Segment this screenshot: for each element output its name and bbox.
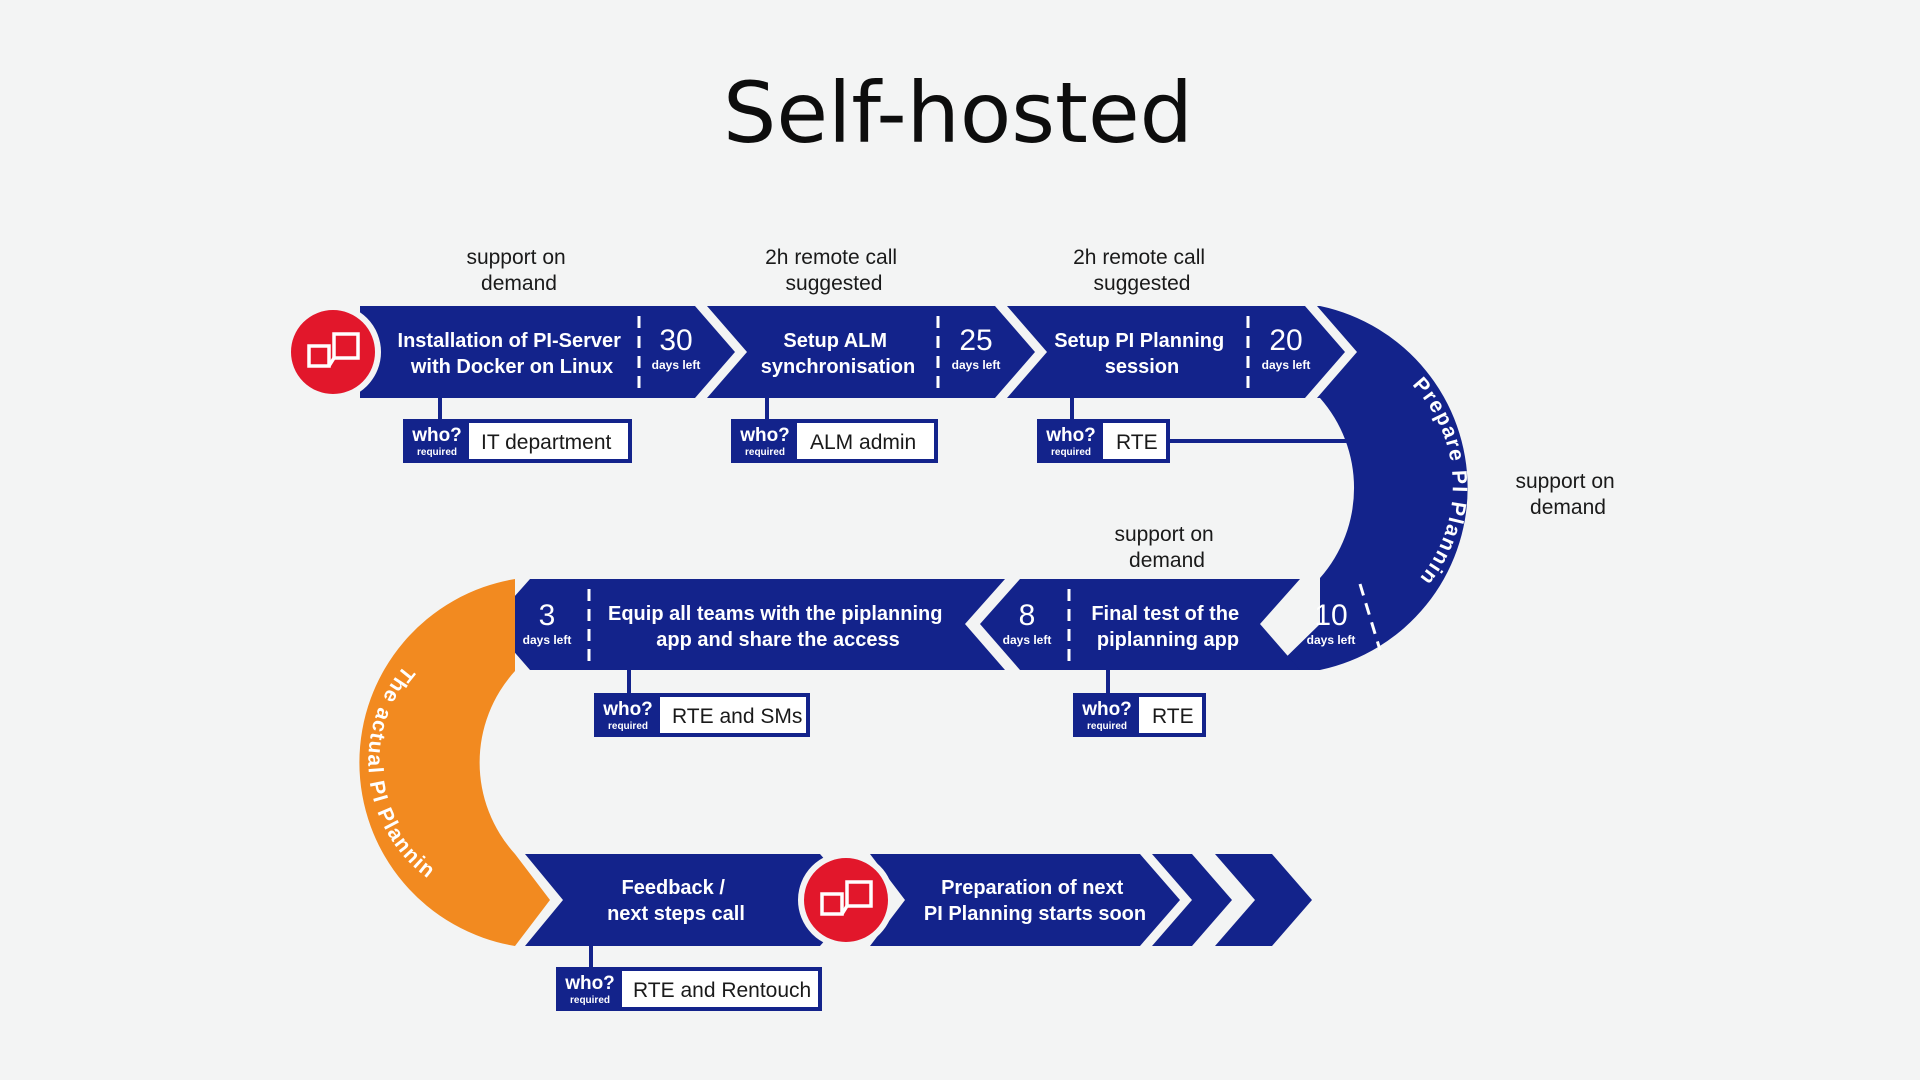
who-value: RTE and Rentouch: [633, 979, 811, 1002]
who-required-label: required: [570, 995, 610, 1006]
days-prepare: 10 days left: [1307, 583, 1382, 651]
days-install-number: 30: [659, 324, 692, 357]
days-session-label: days left: [1262, 358, 1311, 372]
who-required-label: required: [745, 447, 785, 458]
step-install-arrow: [360, 306, 735, 398]
who-value: IT department: [481, 431, 612, 454]
who-box-session: who? required RTE: [1037, 419, 1170, 463]
days-install: 30 days left: [637, 316, 701, 390]
who-label: who?: [739, 425, 790, 446]
days-equip-label: days left: [523, 633, 572, 647]
who-value: RTE: [1116, 431, 1158, 454]
days-finaltest-label: days left: [1003, 633, 1052, 647]
who-required-label: required: [1051, 447, 1091, 458]
days-alm: 25 days left: [936, 316, 1001, 390]
who-label: who?: [602, 699, 653, 720]
who-box-equip: who? required RTE and SMs: [594, 693, 810, 737]
step-nextpi-arrow: [870, 854, 1180, 946]
page-title: Self-hosted: [723, 64, 1193, 162]
step-alm-label: Setup ALM synchronisation: [761, 330, 915, 378]
step-equip-label: Equip all teams with the piplanning app …: [608, 603, 948, 651]
who-value: RTE and SMs: [672, 705, 802, 728]
step-nextpi-label: Preparation of next PI Planning starts s…: [924, 877, 1146, 925]
days-equip: 3 days left: [523, 589, 591, 662]
days-session-number: 20: [1269, 324, 1302, 357]
step-install-label: Installation of PI-Server with Docker on…: [398, 330, 627, 378]
step-feedback-arrow: [525, 854, 860, 946]
actual-arc-label: The actual PI Planning: [0, 0, 440, 883]
days-finaltest: 8 days left: [1003, 589, 1071, 662]
step-alm-arrow: [707, 306, 1035, 398]
note-prepare: support on demand: [1515, 470, 1620, 519]
who-label: who?: [1045, 425, 1096, 446]
days-equip-number: 3: [539, 599, 556, 632]
actual-arc: [359, 579, 550, 946]
step-finaltest-label: Final test of the piplanning app: [1091, 603, 1244, 651]
piplanning-logo-icon: [285, 304, 381, 400]
days-install-label: days left: [652, 358, 701, 372]
step-equip-arrow: [490, 579, 1005, 670]
who-required-label: required: [1087, 721, 1127, 732]
prepare-arc: [1273, 306, 1468, 670]
who-value: ALM admin: [810, 431, 916, 454]
days-prepare-number: 10: [1314, 599, 1347, 632]
note-session: 2h remote call suggested: [1073, 246, 1211, 295]
piplanning-logo-icon: [798, 852, 894, 948]
step-finaltest-arrow: [980, 579, 1300, 670]
note-finaltest: support on demand: [1114, 523, 1219, 572]
days-finaltest-number: 8: [1019, 599, 1036, 632]
days-prepare-label: days left: [1307, 633, 1356, 647]
who-box-install: who? required IT department: [403, 419, 632, 463]
who-box-feedback: who? required RTE and Rentouch: [556, 967, 822, 1011]
note-alm: 2h remote call suggested: [765, 246, 903, 295]
who-label: who?: [411, 425, 462, 446]
step-session-label: Setup PI Planning session: [1054, 330, 1230, 378]
step-session-arrow: [1007, 306, 1345, 398]
step-feedback-label: Feedback / next steps call: [607, 877, 745, 925]
days-alm-number: 25: [959, 324, 992, 357]
days-alm-label: days left: [952, 358, 1001, 372]
who-required-label: required: [417, 447, 457, 458]
days-session: 20 days left: [1246, 316, 1311, 390]
end-chevron-2: [1215, 854, 1312, 946]
end-chevron-1: [1152, 854, 1232, 946]
who-value: RTE: [1152, 705, 1194, 728]
who-label: who?: [1081, 699, 1132, 720]
who-box-finaltest: who? required RTE: [1073, 693, 1206, 737]
note-install: support on demand: [466, 246, 571, 295]
who-required-label: required: [608, 721, 648, 732]
who-box-alm: who? required ALM admin: [731, 419, 938, 463]
who-label: who?: [564, 973, 615, 994]
